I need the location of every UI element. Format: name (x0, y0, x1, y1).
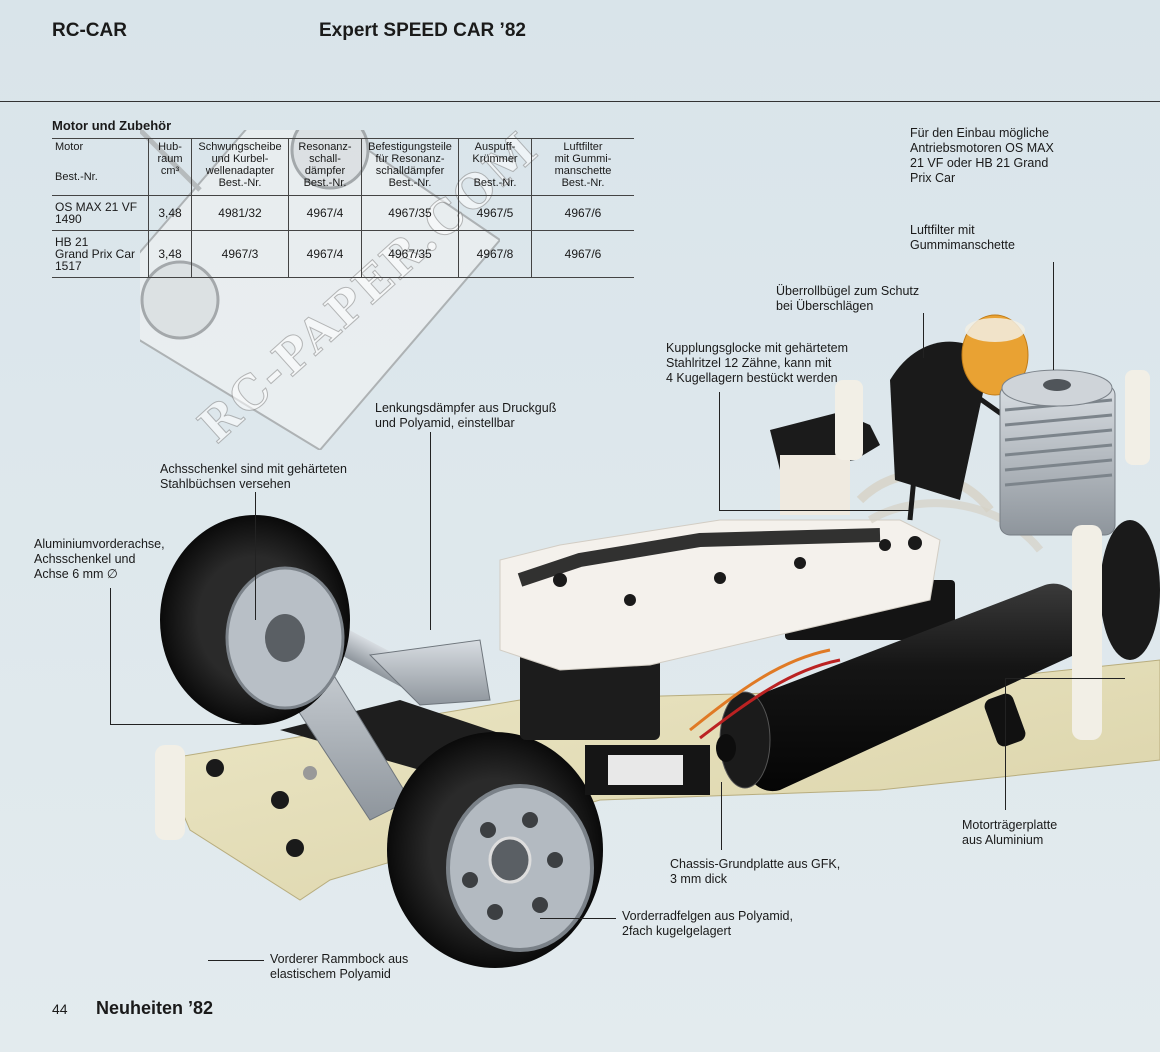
col-header-hubraum: Hub- raum cm³ (148, 138, 192, 196)
col-header-befestigung: Befestigungsteile für Resonanz- schalldä… (361, 138, 459, 196)
leader-line (719, 510, 909, 511)
leader-line (1053, 262, 1054, 370)
col-header-schwungscheibe: Schwungscheibe und Kurbel- wellenadapter… (191, 138, 289, 196)
col-header-motor: Motor Best.-Nr. (52, 138, 149, 196)
leader-line (719, 392, 720, 510)
col-header-auspuff: Auspuff- Krümmer Best.-Nr. (458, 138, 532, 196)
leader-line (430, 432, 431, 630)
leader-line (110, 724, 250, 725)
leader-line (1005, 678, 1006, 810)
leader-line (721, 782, 722, 850)
leader-line (110, 588, 111, 724)
page-title: Expert SPEED CAR ’82 (319, 20, 526, 41)
col-header-resonanz: Resonanz- schall- dämpfer Best.-Nr. (288, 138, 362, 196)
leader-line (255, 492, 256, 620)
table-row: HB 21 Grand Prix Car 1517 3,48 4967/3 49… (52, 230, 634, 278)
table-header-row: Motor Best.-Nr. Hub- raum cm³ Schwungsch… (52, 138, 634, 196)
callout-chassis: Chassis-Grundplatte aus GFK,3 mm dick (670, 857, 841, 886)
section-label: RC-CAR (52, 20, 127, 41)
leader-line (1005, 678, 1125, 679)
table-row: OS MAX 21 VF 1490 3,48 4981/32 4967/4 49… (52, 195, 634, 231)
leader-line (208, 960, 264, 961)
header-rule (0, 101, 1160, 102)
bumper-post (155, 745, 185, 840)
page-number: 44 (52, 1001, 68, 1017)
leader-line (923, 313, 924, 358)
callout-vorderradfelgen: Vorderradfelgen aus Polyamid,2fach kugel… (622, 909, 793, 938)
leader-line (540, 918, 616, 919)
footer-title: Neuheiten ’82 (96, 998, 214, 1018)
motor-accessories-table: Motor Best.-Nr. Hub- raum cm³ Schwungsch… (52, 138, 634, 278)
table-title: Motor und Zubehör (52, 118, 172, 133)
col-header-luftfilter: Luftfilter mit Gummi- manschette Best.-N… (531, 138, 634, 196)
